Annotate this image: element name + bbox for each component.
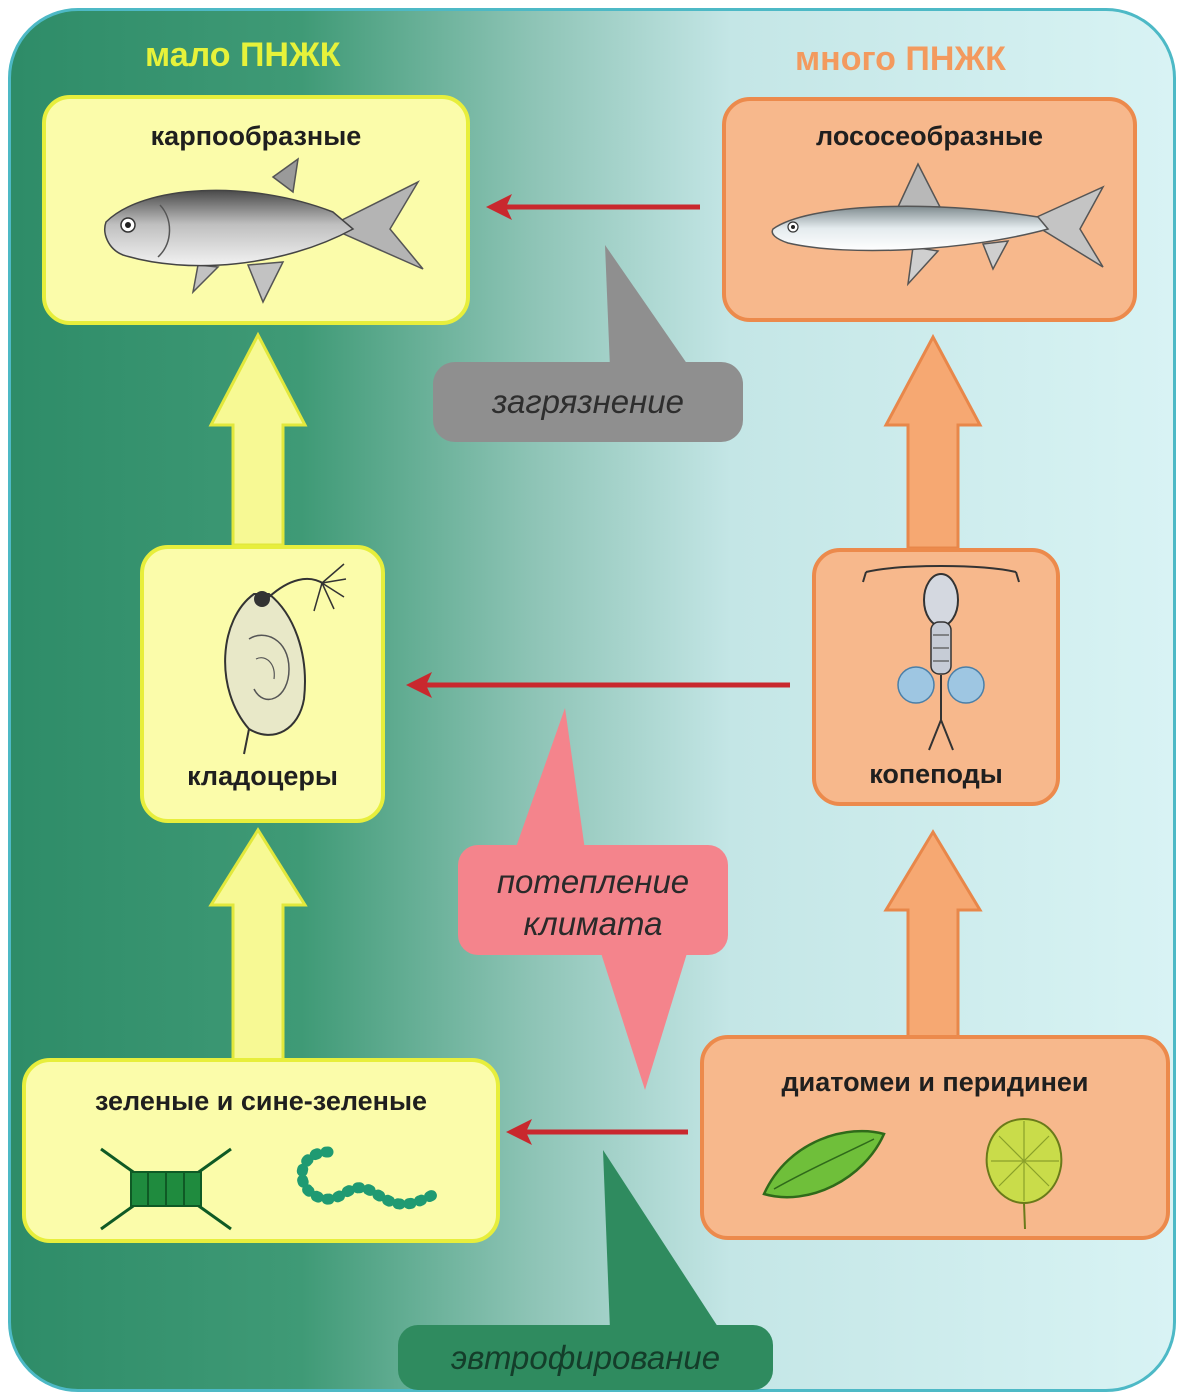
green-alga-icon bbox=[96, 1144, 236, 1234]
diatom-icon bbox=[759, 1119, 889, 1209]
box-carp: карпообразные bbox=[42, 95, 470, 325]
arrow-up-cladocera-to-carp bbox=[211, 335, 305, 545]
cladocera-icon bbox=[194, 559, 354, 759]
copepod-icon bbox=[861, 560, 1021, 755]
arrow-up-diatoms-to-copepods bbox=[886, 832, 980, 1040]
arrow-salmon-to-carp bbox=[486, 194, 700, 220]
arrow-copepods-to-cladocera bbox=[406, 672, 790, 698]
box-diatoms-label: диатомеи и перидинеи bbox=[704, 1067, 1166, 1098]
pollution-label: загрязнение bbox=[433, 382, 743, 422]
arrow-diatoms-to-green bbox=[506, 1119, 688, 1145]
box-green-algae: зеленые и сине-зеленые bbox=[22, 1058, 500, 1243]
warming-label-line2: климата bbox=[458, 904, 728, 944]
box-diatoms: диатомеи и перидинеи bbox=[700, 1035, 1170, 1240]
box-cladocera-label: кладоцеры bbox=[144, 761, 381, 792]
box-salmon: лососеобразные bbox=[722, 97, 1137, 322]
box-salmon-label: лососеобразные bbox=[726, 121, 1133, 152]
salmon-fish-icon bbox=[768, 159, 1108, 299]
box-carp-label: карпообразные bbox=[46, 121, 466, 152]
box-cladocera: кладоцеры bbox=[140, 545, 385, 823]
arrow-up-green-to-cladocera bbox=[211, 830, 305, 1062]
arrow-up-copepods-to-salmon bbox=[886, 337, 980, 548]
box-copepods-label: копеподы bbox=[816, 759, 1056, 790]
warming-label-line1: потепление bbox=[458, 862, 728, 902]
header-many-pufa: много ПНЖК bbox=[795, 40, 1006, 79]
box-green-algae-label: зеленые и сине-зеленые bbox=[26, 1086, 496, 1117]
eutrophication-label: эвтрофирование bbox=[398, 1338, 773, 1378]
peridinium-icon bbox=[979, 1111, 1069, 1231]
carp-fish-icon bbox=[98, 157, 428, 307]
cyanobacteria-icon bbox=[288, 1142, 448, 1232]
header-few-pufa: мало ПНЖК bbox=[145, 36, 340, 75]
box-copepods: копеподы bbox=[812, 548, 1060, 806]
